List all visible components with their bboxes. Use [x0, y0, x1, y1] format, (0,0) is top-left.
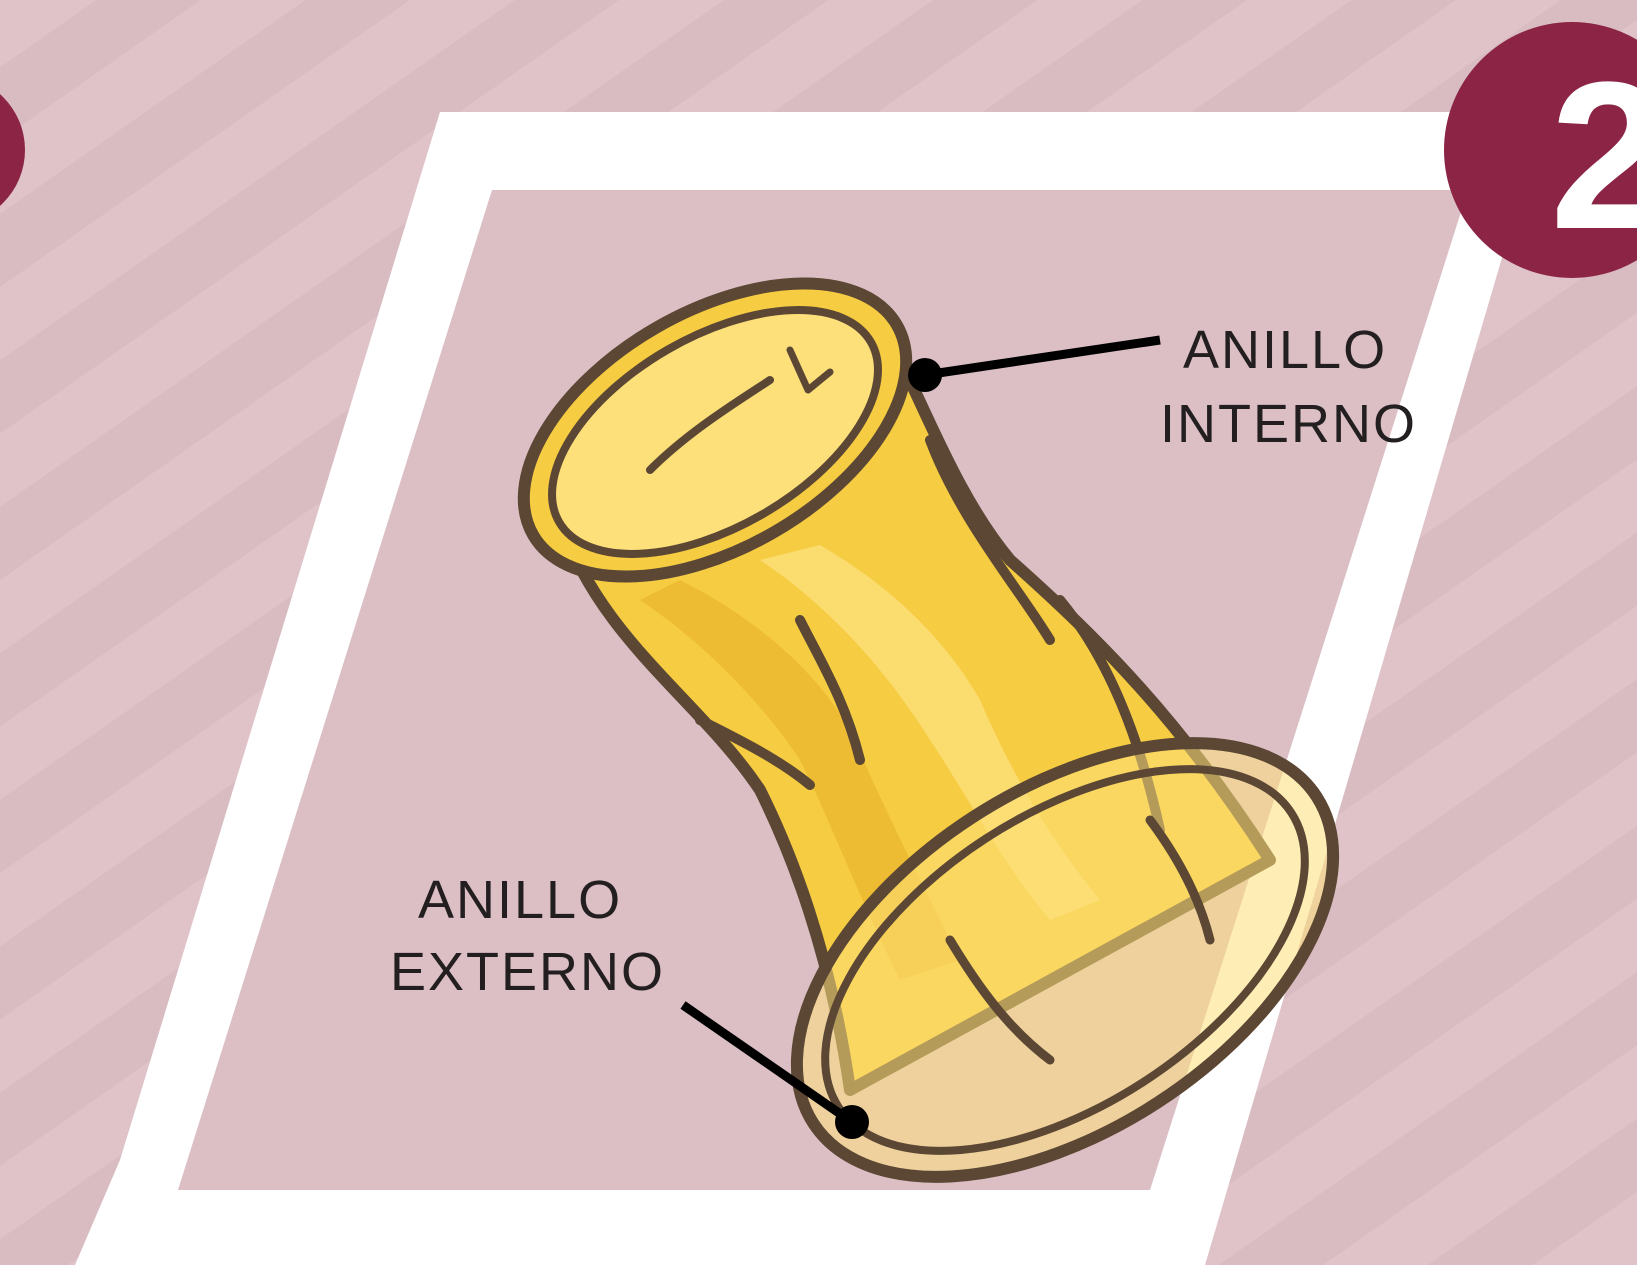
outer-ring-label-line2: EXTERNO [390, 942, 665, 1002]
step-number: 2 [1550, 38, 1637, 273]
inner-ring-label-line1: ANILLO [1183, 320, 1387, 380]
outer-ring-pointer-dot [835, 1105, 869, 1139]
previous-step-badge [0, 75, 25, 225]
inner-ring-label-line2: INTERNO [1160, 394, 1417, 454]
inner-ring-pointer-dot [908, 358, 942, 392]
outer-ring-label-line1: ANILLO [418, 870, 622, 930]
